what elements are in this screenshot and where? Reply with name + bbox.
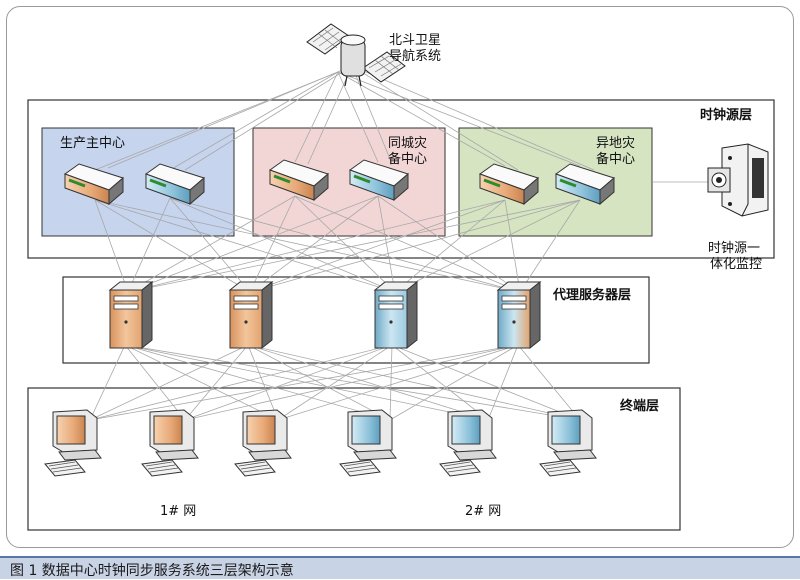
connection-lines	[89, 65, 712, 421]
monitor-label-line1: 时钟源一	[708, 240, 760, 256]
network-1-label: 1# 网	[160, 504, 196, 519]
server-tower-icon	[109, 281, 153, 349]
remote-label-line2: 备中心	[596, 151, 635, 167]
architecture-diagram: 北斗卫星 导航系统 时钟源一 体化监控 时钟源层 代理服务器层 终端层 生产主中…	[27, 23, 775, 531]
proxy-layer-title: 代理服务器层	[552, 287, 631, 303]
same-city-label-line1: 同城灾	[388, 135, 427, 151]
clock-layer-title: 时钟源层	[700, 107, 752, 123]
satellite-icon	[306, 23, 406, 87]
satellite-label-line1: 北斗卫星	[389, 33, 441, 48]
server-tower-icon	[229, 281, 273, 349]
monitor-label-line2: 体化监控	[710, 257, 762, 272]
remote-label-line1: 异地灾	[596, 135, 635, 151]
figure-caption: 图 1 数据中心时钟同步服务系统三层架构示意	[10, 563, 294, 579]
server-tower-icon	[374, 281, 418, 349]
production-center-label: 生产主中心	[60, 136, 125, 151]
network-2-label: 2# 网	[465, 504, 501, 519]
figure-caption-bar: 图 1 数据中心时钟同步服务系统三层架构示意	[0, 556, 800, 579]
terminal-layer-title: 终端层	[620, 398, 659, 414]
server-tower-icon	[497, 281, 541, 349]
same-city-label-line2: 备中心	[388, 151, 427, 167]
camera-monitor-icon	[707, 143, 769, 217]
satellite-label-line2: 导航系统	[389, 48, 441, 64]
proxy-layer-box	[62, 276, 650, 364]
